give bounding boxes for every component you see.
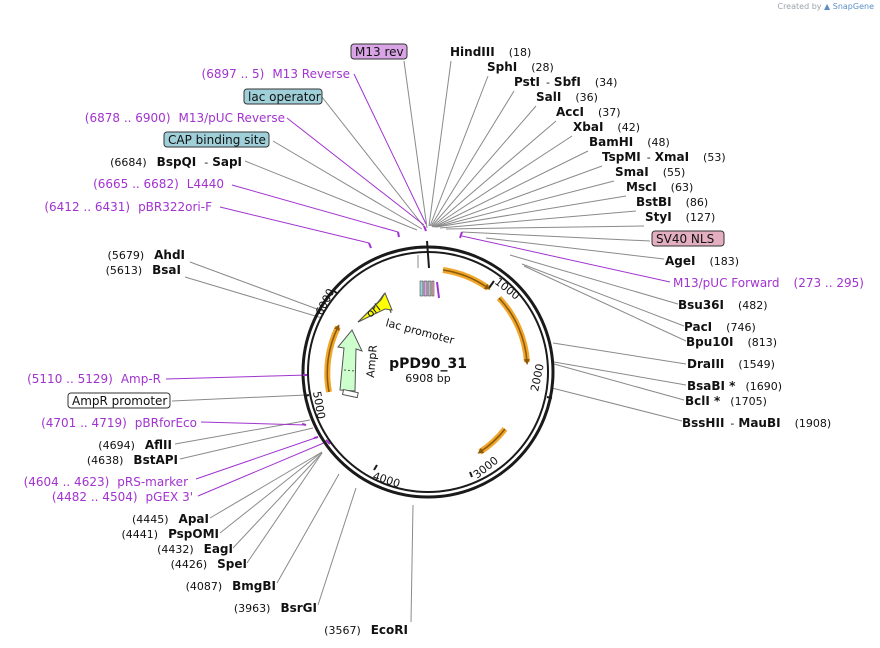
ampr-label: AmpR (364, 344, 380, 378)
restriction-sites-right: HindIII(18) SphI(28) PstI-SbfI(34) SalI(… (450, 45, 831, 430)
site-tspmi-xmai: TspMI-XmaI(53) (602, 150, 726, 164)
primer-m13-puc-reverse: (6878 .. 6900)M13/pUC Reverse (85, 111, 285, 125)
boxed-feature-ampr-promoter: AmpR promoter (67, 392, 171, 409)
m13-rev-label: M13 rev (355, 45, 404, 59)
site-bsshii-maubi: BssHII-MauBI(1908) (682, 416, 831, 430)
site-bsu36i: Bsu36I(482) (678, 298, 768, 312)
primer-prs-marker: (4604 .. 4623)pRS-marker (24, 475, 188, 489)
tick-2000: 2000 (528, 363, 547, 393)
credit-brand: SnapGene (832, 2, 874, 11)
site-smai: SmaI(55) (615, 165, 685, 179)
site-agei: AgeI(183) (665, 254, 739, 268)
site-spei: (4426)SpeI (171, 557, 247, 571)
tick-6000: 6000 (313, 287, 337, 318)
primer-m13-puc-forward: M13/pUC Forward(273 .. 295) (673, 276, 864, 290)
site-bspqi-sapi: (6684)BspQI-SapI (110, 155, 242, 169)
tick-1000: 1000 (492, 275, 522, 302)
cap-site-label: CAP binding site (168, 133, 266, 147)
site-hindiii: HindIII(18) (450, 45, 531, 59)
site-draiii: DraIII(1549) (687, 357, 775, 371)
lac-operator-label: lac operator (248, 90, 321, 104)
boxed-feature-m13-rev: M13 rev (350, 43, 408, 60)
site-bmgbi: (4087)BmgBI (186, 579, 276, 593)
site-ecori: (3567)EcoRI (324, 623, 408, 637)
sv40-nls-label: SV40 NLS (656, 232, 714, 246)
site-styi: StyI(127) (645, 210, 715, 224)
restriction-sites-left: (6684)BspQI-SapI (5679)AhdI (5613)BsaI (… (87, 155, 408, 637)
site-aflii: (4694)AflII (98, 438, 172, 452)
site-pspomi: (4441)PspOMI (121, 527, 219, 541)
primer-pbrforeco: (4701 .. 4719)pBRforEco (41, 416, 197, 430)
plasmid-name: pPD90_31 (389, 356, 467, 372)
primer-m13-reverse: (6897 .. 5)M13 Reverse (202, 67, 350, 81)
primer-pgex3: (4482 .. 4504)pGEX 3' (52, 490, 193, 504)
plasmid-size: 6908 bp (405, 372, 450, 385)
site-ahdi: (5679)AhdI (108, 248, 185, 262)
site-msci: MscI(63) (626, 180, 693, 194)
site-paci: PacI(746) (684, 320, 756, 334)
site-eagi: (4432)EagI (157, 542, 233, 556)
ampr-promoter-label: AmpR promoter (72, 394, 167, 408)
site-bsrgi: (3963)BsrGI (234, 601, 317, 615)
site-sphi: SphI(28) (487, 60, 554, 74)
snapgene-credit: Created by ▲ SnapGene (777, 2, 874, 11)
site-bsabi: BsaBI *(1690) (687, 379, 782, 393)
site-acci: AccI(37) (556, 105, 621, 119)
boxed-feature-cap-site: CAP binding site (163, 131, 270, 148)
site-xbai: XbaI(42) (573, 120, 640, 134)
ampr-feature: AmpR (337, 329, 380, 399)
credit-prefix: Created by (777, 2, 822, 11)
boxed-feature-sv40-nls: SV40 NLS (651, 230, 725, 247)
orf-arcs (324, 267, 530, 455)
site-bstbi: BstBI(86) (636, 195, 708, 209)
snapgene-logo-icon: ▲ (824, 2, 831, 11)
site-apai: (4445)ApaI (132, 512, 209, 526)
lac-promoter-label: lac promoter (384, 316, 456, 347)
site-bstapi: (4638)BstAPI (87, 453, 178, 467)
site-psti-sbfi: PstI-SbfI(34) (514, 75, 617, 89)
site-bamhi: BamHI(48) (589, 135, 670, 149)
site-bpu10i: Bpu10I(813) (686, 335, 777, 349)
tick-5000: 5000 (310, 390, 328, 420)
site-bsai: (5613)BsaI (106, 263, 181, 277)
tick-4000: 4000 (371, 469, 402, 490)
site-bcli: BclI *(1705) (685, 394, 767, 408)
mcs-feature-marks (417, 240, 440, 299)
site-sali: SalI(36) (536, 90, 598, 104)
primer-amp-r: (5110 .. 5129)Amp-R (27, 372, 161, 386)
site-connector-lines (171, 60, 687, 623)
primer-pbr322ori-f: (6412 .. 6431)pBR322ori-F (44, 200, 212, 214)
primer-labels-left: (6897 .. 5)M13 Reverse (6878 .. 6900)M13… (24, 67, 350, 504)
boxed-feature-lac-operator: lac operator (243, 88, 323, 105)
primer-connector-lines (165, 73, 671, 497)
primer-marks (301, 225, 463, 445)
primer-l4440: (6665 .. 6682)L4440 (93, 177, 224, 191)
tick-marks (303, 280, 553, 478)
